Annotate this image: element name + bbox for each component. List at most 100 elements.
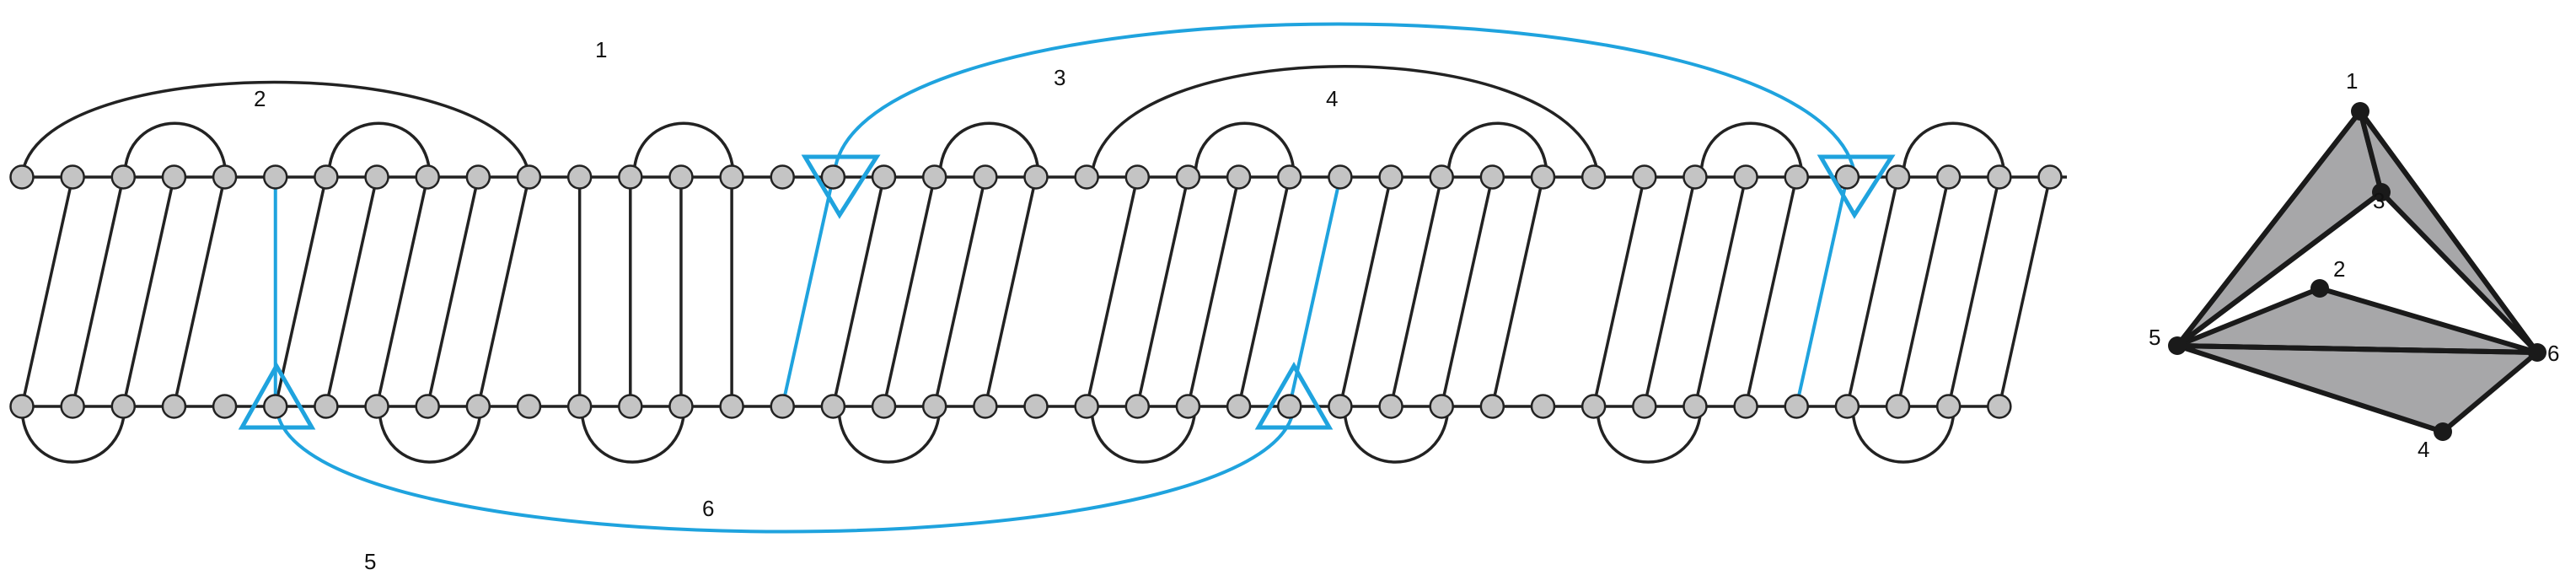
chord — [476, 176, 531, 407]
polytope-label-5: 5 — [2149, 325, 2160, 350]
top-node — [212, 164, 238, 190]
polytope: 1 2 3 4 5 6 — [2149, 68, 2559, 462]
bottom-node — [1175, 394, 1201, 419]
bottom-node — [973, 394, 998, 419]
top-node — [60, 164, 85, 190]
arc-bottom-h — [1851, 406, 1956, 464]
chord — [325, 176, 378, 407]
bottom-node — [820, 394, 846, 419]
arc-bottom-b — [378, 406, 482, 464]
top-node — [1429, 164, 1454, 190]
triangle-marker-up-2 — [1254, 361, 1334, 430]
top-arcs — [20, 65, 2006, 178]
bottom-node — [1784, 394, 1809, 419]
bottom-node — [1530, 394, 1556, 419]
chord — [121, 176, 176, 407]
bottom-node — [364, 394, 389, 419]
bottom-node — [871, 394, 897, 419]
bottom-node — [1580, 394, 1607, 419]
arc-label-2: 2 — [254, 86, 266, 111]
chord — [1085, 176, 1140, 407]
bottom-node — [1885, 394, 1911, 419]
top-node — [1885, 164, 1911, 190]
top-node — [1124, 164, 1151, 190]
chord — [426, 176, 480, 407]
bottom-node — [1733, 394, 1758, 419]
bottom-node — [1023, 394, 1049, 419]
triangle-marker-down-1 — [801, 154, 881, 219]
bottom-node — [9, 394, 35, 419]
top-node — [921, 164, 947, 190]
chord — [1744, 176, 1798, 407]
bottom-node — [1124, 394, 1151, 419]
bottom-node — [1226, 394, 1252, 419]
bottom-node-row — [9, 394, 2012, 419]
bottom-node — [60, 394, 85, 419]
top-node — [161, 164, 187, 190]
bottom-node — [1682, 394, 1708, 419]
bottom-arcs — [20, 406, 1956, 464]
top-node — [1784, 164, 1809, 190]
arc-label-4: 4 — [1326, 86, 1338, 111]
chord — [1186, 176, 1241, 407]
top-node — [1277, 164, 1302, 190]
top-node — [1632, 164, 1657, 190]
top-node — [770, 164, 795, 190]
top-node — [1733, 164, 1758, 190]
arc-2 — [20, 80, 531, 178]
bottom-node — [1378, 394, 1403, 419]
chord — [1845, 176, 1900, 407]
chord — [1896, 176, 1951, 407]
chord — [1998, 176, 2052, 407]
arc-top-small-h — [1902, 121, 2006, 178]
polytope-label-4: 4 — [2418, 437, 2429, 462]
top-node — [110, 164, 137, 190]
top-node — [314, 164, 339, 190]
top-node — [871, 164, 897, 190]
chord — [882, 176, 936, 407]
top-node — [1328, 164, 1353, 190]
chord — [1693, 176, 1747, 407]
blue-chord — [781, 176, 835, 407]
polytope-face-lower — [2175, 343, 2540, 434]
arc-top-small-a — [123, 121, 228, 178]
chord — [1237, 176, 1291, 407]
polytope-label-1: 1 — [2346, 68, 2358, 94]
top-node — [2037, 164, 2063, 190]
chord — [1339, 176, 1393, 407]
arc-bottom-a — [20, 406, 126, 464]
chord — [932, 176, 987, 407]
top-node — [1530, 164, 1556, 190]
polytope-vertex-2 — [2310, 279, 2329, 298]
chord — [20, 176, 74, 407]
blue-chords — [273, 176, 1849, 407]
bottom-node — [1479, 394, 1505, 419]
arc-top-small-b — [327, 121, 432, 178]
top-node — [1378, 164, 1403, 190]
blue-chord — [1287, 176, 1342, 407]
arc-labels: 1 2 3 4 5 6 — [254, 37, 1338, 574]
blue-arcs — [275, 22, 1856, 534]
polytope-vertex-1 — [2351, 102, 2369, 121]
arc-label-1: 1 — [595, 37, 607, 62]
polytope-label-3: 3 — [2373, 188, 2385, 213]
chord — [1946, 176, 2001, 407]
top-node — [1987, 164, 2012, 190]
bottom-node — [212, 394, 238, 419]
chord — [1591, 176, 1646, 407]
bottom-node — [1277, 394, 1302, 419]
bottom-node — [719, 394, 744, 419]
top-node — [1834, 164, 1860, 190]
arc-label-5: 5 — [364, 549, 376, 574]
bottom-node — [314, 394, 339, 419]
arc-bottom-f — [1343, 406, 1450, 464]
top-node — [364, 164, 389, 190]
crossing-chords — [20, 176, 2052, 407]
top-node — [1023, 164, 1049, 190]
top-node — [1226, 164, 1252, 190]
top-node — [263, 164, 288, 190]
arc-bottom-d — [837, 406, 942, 464]
chord — [375, 176, 429, 407]
chord — [1135, 176, 1190, 407]
